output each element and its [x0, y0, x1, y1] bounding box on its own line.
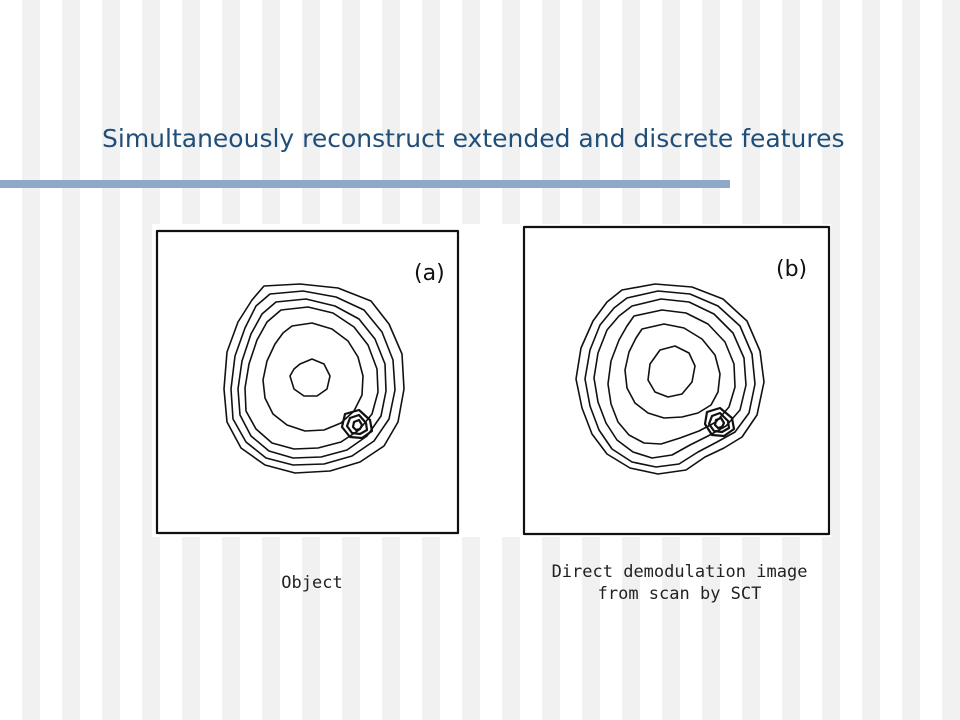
caption-demodulation-image: Direct demodulation image from scan by S…: [512, 561, 847, 605]
panel-a-frame: [155, 229, 460, 535]
panel-a-contours: [223, 283, 405, 474]
caption-object: Object: [281, 573, 343, 593]
panel-a-contour-plot: (a): [155, 229, 460, 535]
panel-b-label: (b): [776, 257, 807, 282]
panel-b-contours: [575, 283, 765, 475]
panel-b-contour-plot: (b): [522, 225, 831, 536]
slide-title: Simultaneously reconstruct extended and …: [102, 124, 845, 153]
title-underline-bar: [0, 180, 730, 188]
caption-demodulation-line-2: from scan by SCT: [597, 584, 762, 604]
figure-image: (a) (b): [152, 224, 831, 537]
panel-b-point-source: [703, 406, 736, 438]
panel-a-label: (a): [414, 261, 445, 286]
panel-a-point-source: [340, 408, 374, 440]
caption-demodulation-line-1: Direct demodulation image: [551, 562, 808, 582]
panel-b-frame: [522, 225, 831, 536]
